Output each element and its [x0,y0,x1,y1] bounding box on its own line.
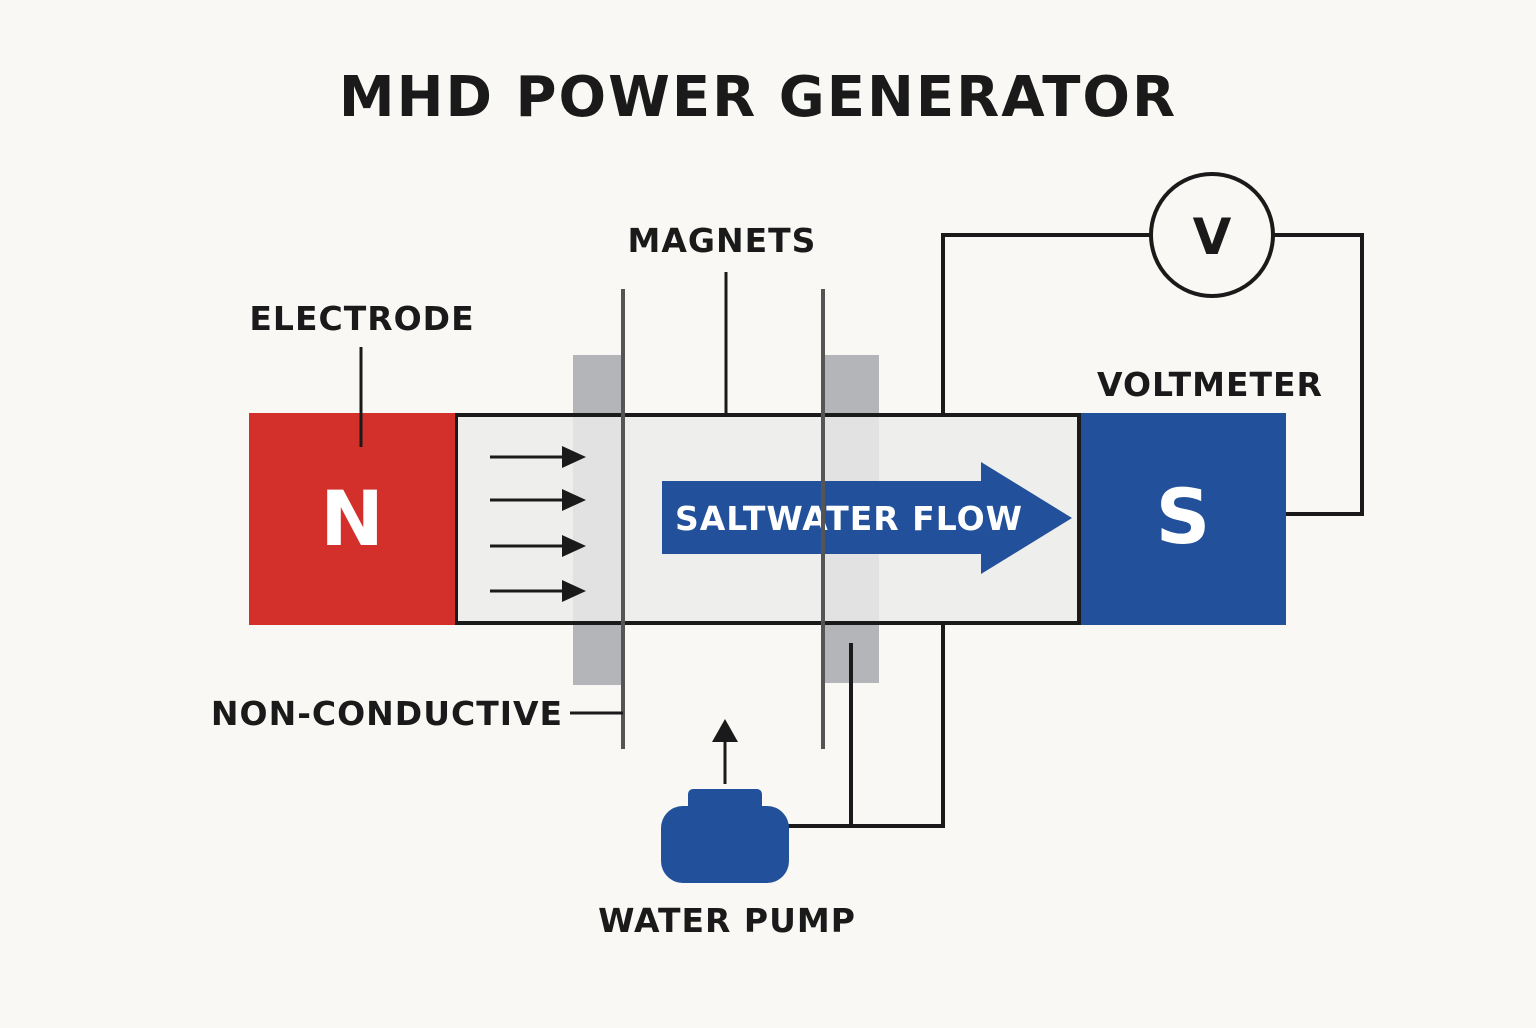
south-pole-magnet [1081,413,1286,625]
diagram-title: MHD POWER GENERATOR [339,65,1177,130]
electrode-label: ELECTRODE [249,299,474,338]
non-conductive-label: NON-CONDUCTIVE [211,694,563,733]
pump-up-arrow-icon [712,719,738,742]
voltmeter-icon [1149,172,1275,298]
voltmeter-wire-left [941,233,1152,413]
magnets-label: MAGNETS [628,221,817,260]
inflow-arrow [490,535,586,557]
water-pump-label: WATER PUMP [598,901,856,940]
saltwater-flow-arrow [662,462,1072,574]
inflow-arrow [490,489,586,511]
water-pump-icon [661,789,789,883]
north-pole-label: N [320,474,384,563]
inflow-arrows [490,446,586,602]
south-pole-label: S [1156,472,1211,561]
pump-wire-right [787,623,945,828]
north-pole-magnet [249,413,455,625]
voltmeter-symbol: V [1193,208,1232,266]
inflow-arrow [490,446,586,468]
voltmeter-wire-right [1273,233,1364,516]
voltmeter-label: VOLTMETER [1097,365,1323,404]
inflow-arrow [490,580,586,602]
saltwater-flow-label: SALTWATER FLOW [675,499,1023,538]
